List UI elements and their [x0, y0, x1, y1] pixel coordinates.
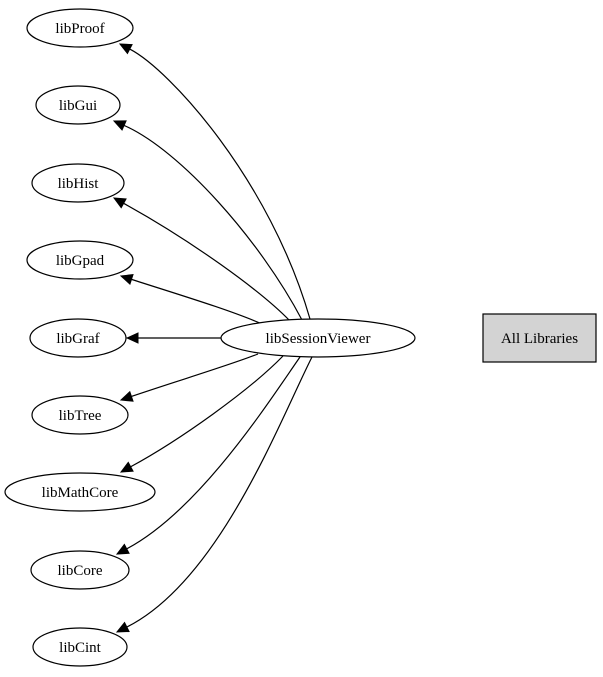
arrowhead-icon: [119, 390, 134, 402]
arrowhead-icon: [115, 543, 130, 555]
node-libGui[interactable]: libGui: [35, 85, 121, 125]
arrowhead-icon: [115, 621, 130, 633]
source-node-label: libSessionViewer: [266, 331, 371, 347]
node-label: libTree: [59, 408, 102, 424]
node-label: libHist: [58, 176, 100, 192]
edge-libTree: [131, 353, 259, 398]
arrowhead-icon: [118, 43, 133, 55]
edge-libGui: [123, 124, 303, 321]
node-libCore[interactable]: libCore: [30, 550, 130, 590]
edges: [112, 43, 313, 633]
node-label: libCint: [59, 640, 102, 656]
edge-libCore: [126, 356, 301, 550]
node-label: libGui: [59, 98, 97, 114]
node-label: libCore: [58, 563, 103, 579]
edge-libGpad: [131, 278, 263, 325]
node-ellipse: [26, 240, 134, 280]
arrowhead-icon: [125, 332, 139, 344]
all-libraries-label: All Libraries: [501, 331, 578, 347]
node-libSessionViewer[interactable]: libSessionViewer: [220, 318, 416, 358]
all-libraries-box: [482, 313, 597, 363]
node-ellipse: [32, 627, 128, 667]
node-libCint[interactable]: libCint: [32, 627, 128, 667]
node-ellipse: [30, 550, 130, 590]
node-label: libGpad: [56, 253, 105, 269]
node-ellipse: [4, 472, 156, 512]
node-ellipse: [26, 8, 134, 48]
node-libMathCore[interactable]: libMathCore: [4, 472, 156, 512]
edge-libHist: [123, 202, 291, 322]
node-ellipse: [31, 163, 125, 203]
node-ellipse: [35, 85, 121, 125]
node-ellipse: [31, 395, 129, 435]
edge-libCint: [126, 356, 313, 628]
arrowhead-icon: [119, 274, 134, 286]
node-libProof[interactable]: libProof: [26, 8, 134, 48]
source-node-ellipse: [220, 318, 416, 358]
node-libTree[interactable]: libTree: [31, 395, 129, 435]
edge-libProof: [129, 48, 311, 320]
node-libHist[interactable]: libHist: [31, 163, 125, 203]
node-label: libMathCore: [42, 485, 119, 501]
node-label: libProof: [55, 21, 104, 37]
nodes: libProof libGui libHist libGpad libGraf libTr…: [4, 8, 156, 667]
node-libGraf[interactable]: libGraf: [29, 318, 127, 358]
all-libraries-link[interactable]: All Libraries: [482, 313, 597, 363]
arrowhead-icon: [112, 197, 127, 209]
edge-libMathCore: [130, 355, 284, 468]
node-ellipse: [29, 318, 127, 358]
arrowhead-icon: [112, 120, 127, 131]
arrowhead-icon: [119, 461, 134, 473]
node-libGpad[interactable]: libGpad: [26, 240, 134, 280]
node-label: libGraf: [56, 331, 99, 347]
